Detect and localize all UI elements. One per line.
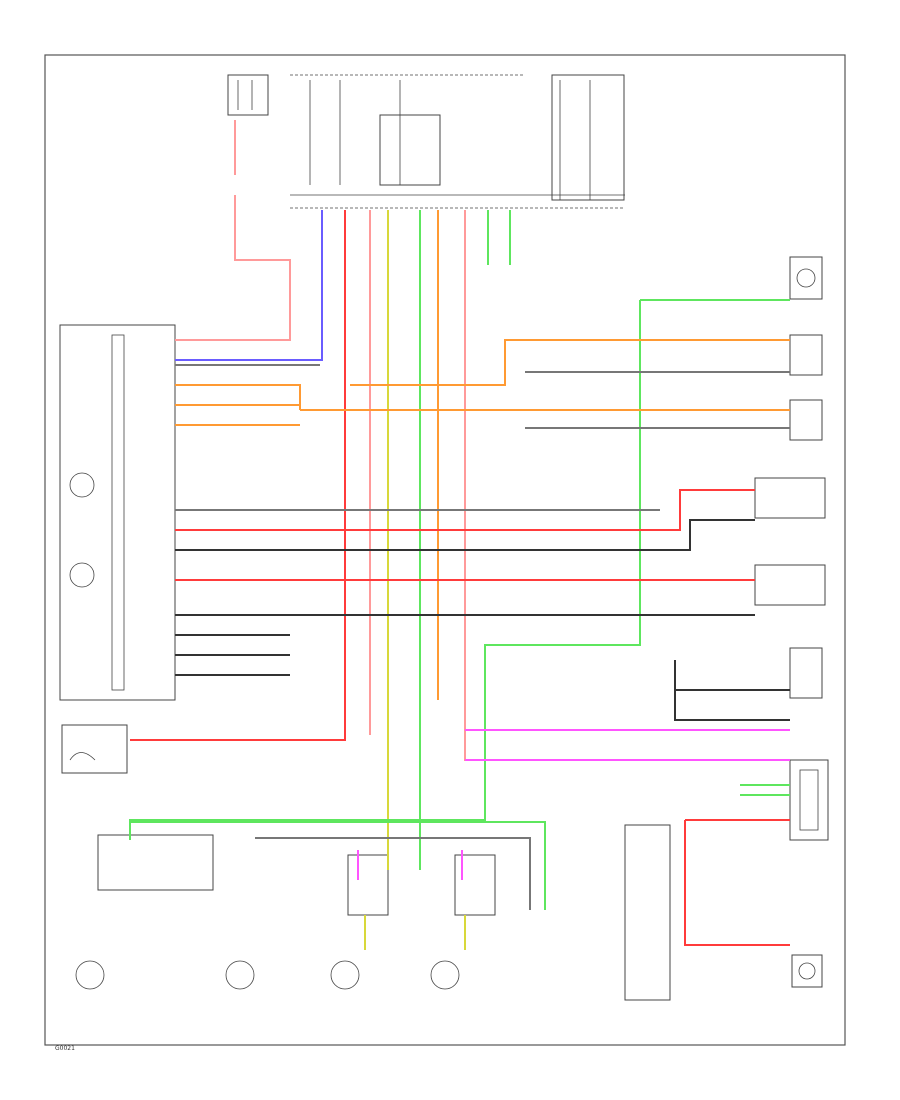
fuse-box-right xyxy=(551,74,625,201)
lighting-control-module xyxy=(59,324,176,701)
right-components xyxy=(754,256,829,988)
diagram-code: G0021 xyxy=(55,1045,75,1052)
switch-left xyxy=(61,724,128,774)
fuse-box-left xyxy=(227,74,269,116)
wires xyxy=(129,120,790,950)
diagram-frame xyxy=(44,54,846,1046)
bottom-components xyxy=(75,824,671,1001)
fuse-box-center xyxy=(290,74,625,209)
